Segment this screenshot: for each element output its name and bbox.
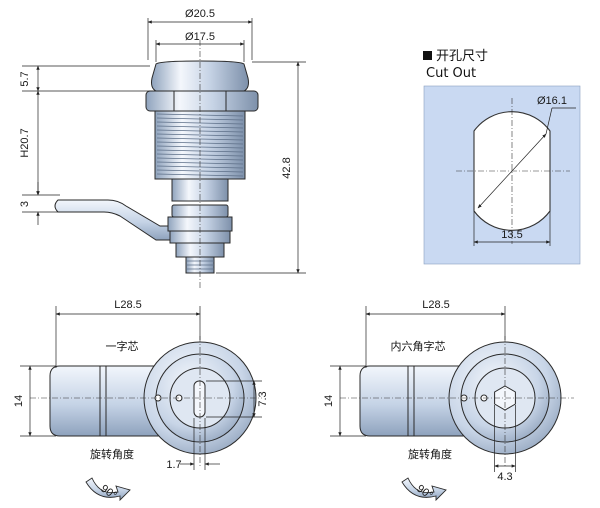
side-view: Ø20.5 Ø17.5 5.7 H20.7 3 42.8 bbox=[19, 8, 306, 288]
hex-collar bbox=[145, 90, 259, 112]
bl-height-label: 14 bbox=[13, 395, 25, 407]
bottom-right-view: L28.5 内六角字芯 14 4.3 旋转角度 90° bbox=[323, 299, 574, 502]
outer-diameter-label: Ø20.5 bbox=[185, 8, 215, 20]
cutout-title-cn: 开孔尺寸 bbox=[436, 49, 488, 64]
cam-thickness-label: 3 bbox=[19, 201, 31, 207]
bottom-left-view: L28.5 一字芯 14 7.3 1.7 旋转角度 90° bbox=[13, 299, 269, 502]
cutout-square-bullet bbox=[423, 51, 432, 60]
cutout-title-en: Cut Out bbox=[426, 66, 476, 81]
cam-bar-right bbox=[359, 365, 479, 437]
cam-arm bbox=[54, 199, 177, 241]
thread-height-label: H20.7 bbox=[19, 128, 31, 157]
br-height-label: 14 bbox=[323, 395, 335, 407]
br-hex-size-label: 4.3 bbox=[497, 471, 512, 483]
br-core-type-label: 内六角字芯 bbox=[391, 339, 446, 353]
bl-core-type-label: 一字芯 bbox=[106, 339, 139, 353]
cutout-diameter-label: Ø16.1 bbox=[537, 95, 567, 107]
bl-slot-width-label: 1.7 bbox=[166, 459, 181, 471]
cam-bar-left bbox=[49, 365, 169, 437]
br-length-label: L28.5 bbox=[422, 299, 450, 311]
inner-diameter-label: Ø17.5 bbox=[185, 31, 215, 43]
bl-length-label: L28.5 bbox=[114, 299, 142, 311]
cutout-view: 开孔尺寸 Cut Out Ø16.1 13.5 bbox=[423, 49, 581, 265]
bl-rotation-arrow bbox=[85, 477, 131, 502]
br-rotation-label: 旋转角度 bbox=[408, 447, 452, 461]
bl-rotation-label: 旋转角度 bbox=[90, 447, 134, 461]
head-height-label: 5.7 bbox=[19, 71, 31, 86]
slot-core bbox=[193, 380, 206, 418]
cutout-width-label: 13.5 bbox=[501, 229, 522, 241]
total-height-label: 42.8 bbox=[281, 157, 293, 178]
bl-slot-dim-label: 7.3 bbox=[257, 391, 269, 406]
br-rotation-arrow bbox=[401, 477, 447, 502]
